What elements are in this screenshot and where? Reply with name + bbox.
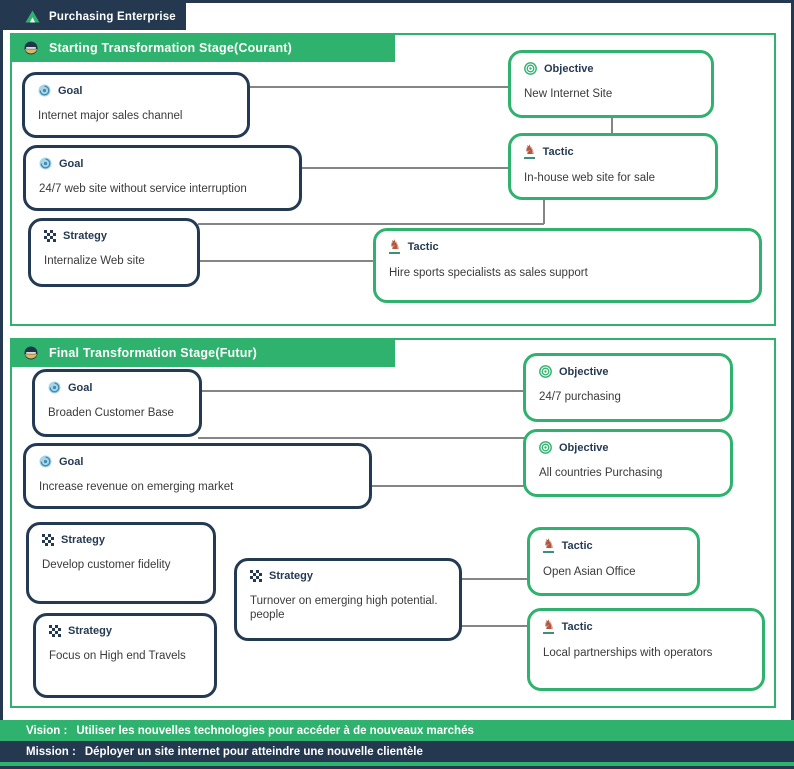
node-type-label: Goal <box>59 157 84 170</box>
connector-line <box>198 223 544 225</box>
mission-text: Déployer un site internet pour atteindre… <box>84 745 423 758</box>
connector-line <box>460 625 529 627</box>
connector-line <box>202 390 525 392</box>
node-type-label: Objective <box>559 441 609 454</box>
objective-target-icon <box>539 441 552 454</box>
connector-line <box>460 578 529 580</box>
mission-label: Mission : <box>26 745 76 758</box>
enterprise-tab[interactable]: Purchasing Enterprise <box>3 3 186 30</box>
strategy-icon <box>250 570 262 582</box>
node-type-label: Tactic <box>561 621 593 633</box>
node-text: New Internet Site <box>524 88 613 100</box>
node-text: 24/7 web site without service interrupti… <box>39 183 247 195</box>
objective-target-icon <box>524 62 537 75</box>
node-type-label: Tactic <box>561 540 593 552</box>
goal-icon <box>39 157 52 170</box>
node-text: Increase revenue on emerging market <box>39 481 234 493</box>
section-final-title: Final Transformation Stage(Futur) <box>49 345 257 360</box>
node-objective-new-site[interactable]: Objective New Internet Site <box>508 50 714 118</box>
section-starting-header: Starting Transformation Stage(Courant) <box>10 33 395 62</box>
tactic-knight-icon: ♞ <box>524 143 536 159</box>
vision-label: Vision : <box>26 724 68 737</box>
node-goal-internet-major[interactable]: Goal Internet major sales channel <box>22 72 250 138</box>
node-strategy-fidelity[interactable]: Strategy Develop customer fidelity <box>26 522 216 604</box>
connector-line <box>198 260 375 262</box>
node-tactic-asian-office[interactable]: ♞ Tactic Open Asian Office <box>527 527 700 596</box>
goal-icon <box>48 381 61 394</box>
tactic-knight-icon: ♞ <box>543 537 555 553</box>
connector-line <box>302 167 510 169</box>
connector-line <box>611 118 613 134</box>
tactic-knight-icon: ♞ <box>389 238 401 254</box>
node-objective-247-purchasing[interactable]: Objective 24/7 purchasing <box>523 353 733 422</box>
objective-target-icon <box>539 365 552 378</box>
node-type-label: Objective <box>559 365 609 378</box>
vision-bar: Vision : Utiliser les nouvelles technolo… <box>0 720 794 741</box>
node-text: In-house web site for sale <box>524 172 656 184</box>
node-tactic-local-partnerships[interactable]: ♞ Tactic Local partnerships with operato… <box>527 608 765 691</box>
node-strategy-turnover[interactable]: Strategy Turnover on emerging high poten… <box>234 558 462 641</box>
node-text: All countries Purchasing <box>539 467 663 479</box>
node-type-label: Strategy <box>61 534 106 546</box>
node-type-label: Goal <box>58 84 83 97</box>
node-goal-247-website[interactable]: Goal 24/7 web site without service inter… <box>23 145 302 211</box>
node-tactic-hire-specialists[interactable]: ♞ Tactic Hire sports specialists as sale… <box>373 228 762 303</box>
node-text: Local partnerships with operators <box>543 647 713 659</box>
node-type-label: Objective <box>544 62 594 75</box>
node-text: Focus on High end Travels <box>49 650 186 662</box>
node-text: Broaden Customer Base <box>48 407 174 419</box>
mission-bar: Mission : Déployer un site internet pour… <box>0 741 794 762</box>
connector-line <box>372 485 525 487</box>
node-text: 24/7 purchasing <box>539 391 621 403</box>
node-text: Internalize Web site <box>44 255 145 267</box>
enterprise-title: Purchasing Enterprise <box>49 10 176 23</box>
goal-icon <box>39 455 52 468</box>
stage-icon <box>24 346 38 360</box>
node-type-label: Goal <box>68 381 93 394</box>
goal-icon <box>38 84 51 97</box>
tactic-knight-icon: ♞ <box>543 618 555 634</box>
node-type-label: Strategy <box>63 230 108 242</box>
node-strategy-focus[interactable]: Strategy Focus on High end Travels <box>33 613 217 698</box>
node-strategy-internalize[interactable]: Strategy Internalize Web site <box>28 218 200 287</box>
vision-text: Utiliser les nouvelles technologies pour… <box>76 724 474 737</box>
section-starting: Starting Transformation Stage(Courant) G… <box>10 33 776 326</box>
footer-green-strip <box>0 762 794 766</box>
node-type-label: Strategy <box>269 570 314 582</box>
stage-icon <box>24 41 38 55</box>
section-starting-title: Starting Transformation Stage(Courant) <box>49 40 293 55</box>
node-type-label: Strategy <box>68 625 113 637</box>
node-objective-all-countries[interactable]: Objective All countries Purchasing <box>523 429 733 497</box>
connector-line <box>198 437 525 439</box>
connector-line <box>543 198 545 224</box>
node-text: Open Asian Office <box>543 566 636 578</box>
node-type-label: Tactic <box>542 146 574 158</box>
node-type-label: Tactic <box>407 241 439 253</box>
section-final: Final Transformation Stage(Futur) Goal B… <box>10 338 776 708</box>
node-text: Develop customer fidelity <box>42 559 171 571</box>
connector-line <box>250 86 510 88</box>
node-tactic-inhouse[interactable]: ♞ Tactic In-house web site for sale <box>508 133 718 200</box>
section-final-header: Final Transformation Stage(Futur) <box>10 338 395 367</box>
node-goal-broaden[interactable]: Goal Broaden Customer Base <box>32 369 202 437</box>
node-text: Turnover on emerging high potential. peo… <box>250 595 438 622</box>
enterprise-triangle-icon <box>25 10 40 23</box>
node-type-label: Goal <box>59 455 84 468</box>
strategy-icon <box>44 230 56 242</box>
node-text: Hire sports specialists as sales support <box>389 267 588 279</box>
node-text: Internet major sales channel <box>38 110 183 122</box>
node-goal-increase-revenue[interactable]: Goal Increase revenue on emerging market <box>23 443 372 509</box>
strategy-icon <box>42 534 54 546</box>
strategy-icon <box>49 625 61 637</box>
